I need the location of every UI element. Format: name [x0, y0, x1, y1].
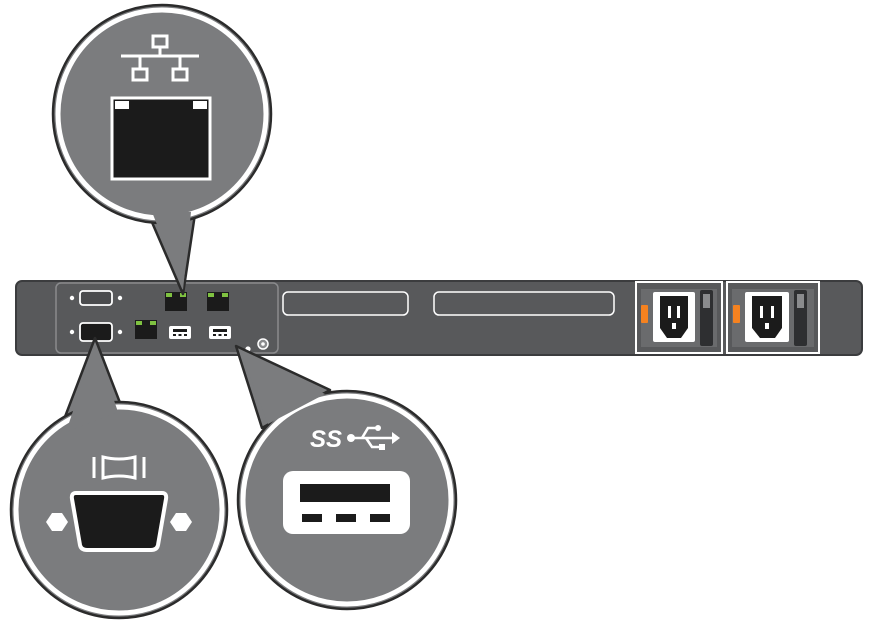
network-port-2 [207, 292, 229, 311]
network-topology-icon [121, 34, 199, 82]
serial-port [69, 290, 123, 306]
network-callout [51, 3, 273, 296]
network-port-icon [110, 96, 212, 181]
usb-port-1 [169, 326, 191, 339]
usb-3-port-icon [283, 471, 410, 534]
expansion-slot-2 [433, 291, 615, 316]
usb-superspeed-label: SS [310, 426, 342, 453]
vga-port-icon [46, 491, 192, 552]
expansion-slot-1 [282, 291, 409, 316]
usb-superspeed-icon: SS [310, 425, 400, 453]
vga-callout [9, 336, 229, 620]
usb-port-2 [209, 326, 231, 339]
monitor-icon [92, 455, 146, 480]
vga-port-rear [69, 322, 123, 342]
network-port-3 [135, 320, 157, 339]
power-supply-1 [635, 281, 723, 354]
usb-callout: SS [234, 344, 458, 611]
system-id-indicator [245, 338, 269, 352]
power-supply-2 [726, 281, 820, 354]
